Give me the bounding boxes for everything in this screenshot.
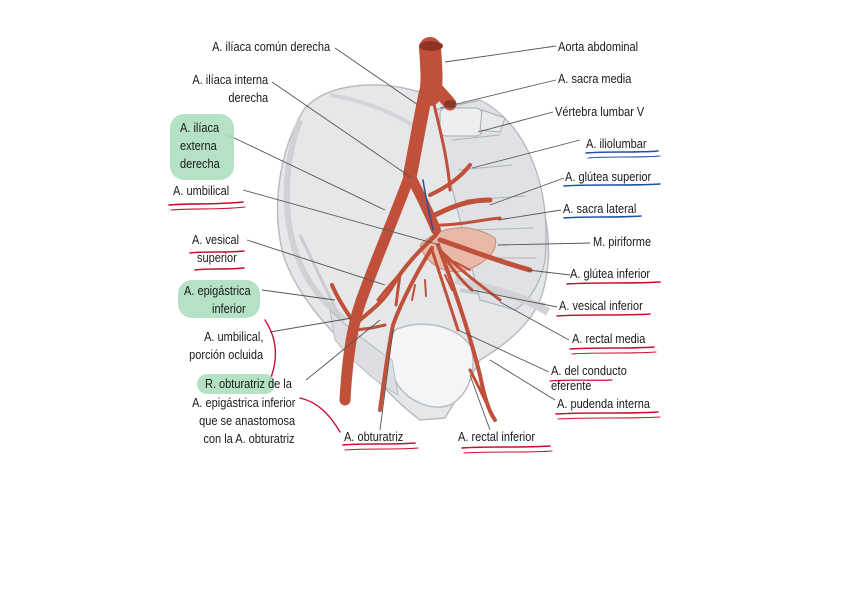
label-rectal-media: A. rectal media (572, 332, 646, 346)
label-sacra-lateral: A. sacra lateral (563, 202, 637, 216)
label-r-obturatriz-suffix: de la (264, 377, 292, 391)
label-glutea-superior: A. glútea superior (565, 170, 652, 184)
label-iliaca-externa-1: A. ilíaca (180, 121, 220, 135)
label-umbilical: A. umbilical (173, 184, 230, 198)
label-r-obturatriz-1: R. obturatriz de la (205, 377, 292, 392)
label-pudenda-interna: A. pudenda interna (557, 397, 650, 411)
label-sacra-media: A. sacra media (558, 72, 632, 86)
label-piriforme: M. piriforme (593, 235, 652, 249)
label-iliaca-externa-3: derecha (180, 157, 220, 171)
label-vesical-inferior: A. vesical inferior (559, 299, 643, 313)
label-rectal-inferior: A. rectal inferior (458, 430, 536, 444)
label-obturatriz: A. obturatriz (344, 430, 404, 444)
internal-iliac (405, 170, 441, 235)
highlight-epigastric (178, 280, 260, 318)
highlight-r-obturatriz (197, 374, 275, 394)
label-conducto-eferente-2: eferente (551, 379, 592, 393)
label-r-obturatriz-name: R. obturatriz (205, 377, 265, 391)
highlight-external-iliac (170, 114, 234, 180)
label-epigastrica-2: inferior (212, 302, 246, 316)
leader-lines (227, 45, 591, 431)
right-common-iliac (403, 85, 433, 182)
label-conducto-eferente-1: A. del conducto (551, 364, 627, 378)
label-epigastrica-1: A. epigástrica (184, 284, 251, 298)
label-umbilical-ocluida-1: A. umbilical, (203, 330, 263, 344)
external-iliac (339, 169, 416, 406)
label-umbilical-ocluida-2: porción ocluida (188, 348, 263, 362)
label-r-obturatriz-3: que se anastomosa (198, 414, 295, 428)
label-vertebra-lumbar: Vértebra lumbar V (555, 105, 645, 119)
label-vesical-superior-1: A. vesical (192, 233, 240, 247)
label-iliolumbar: A. iliolumbar (586, 137, 647, 151)
label-vesical-superior-2: superior (197, 251, 237, 265)
label-iliaca-interna-1: A. ilíaca interna (192, 73, 268, 87)
label-glutea-inferior: A. glútea inferior (570, 267, 651, 281)
label-aorta-abdominal: Aorta abdominal (558, 40, 639, 54)
label-r-obturatriz-2: A. epigástrica inferior (191, 396, 295, 410)
arteries (330, 37, 533, 422)
aorta-lumen (419, 41, 443, 51)
annotation-underlines (168, 150, 661, 454)
label-iliaca-interna-2: derecha (228, 91, 268, 105)
label-iliaca-comun-derecha: A. ilíaca común derecha (211, 40, 330, 54)
label-iliaca-externa-2: externa (180, 139, 217, 153)
label-r-obturatriz-4: con la A. obturatriz (203, 432, 295, 446)
